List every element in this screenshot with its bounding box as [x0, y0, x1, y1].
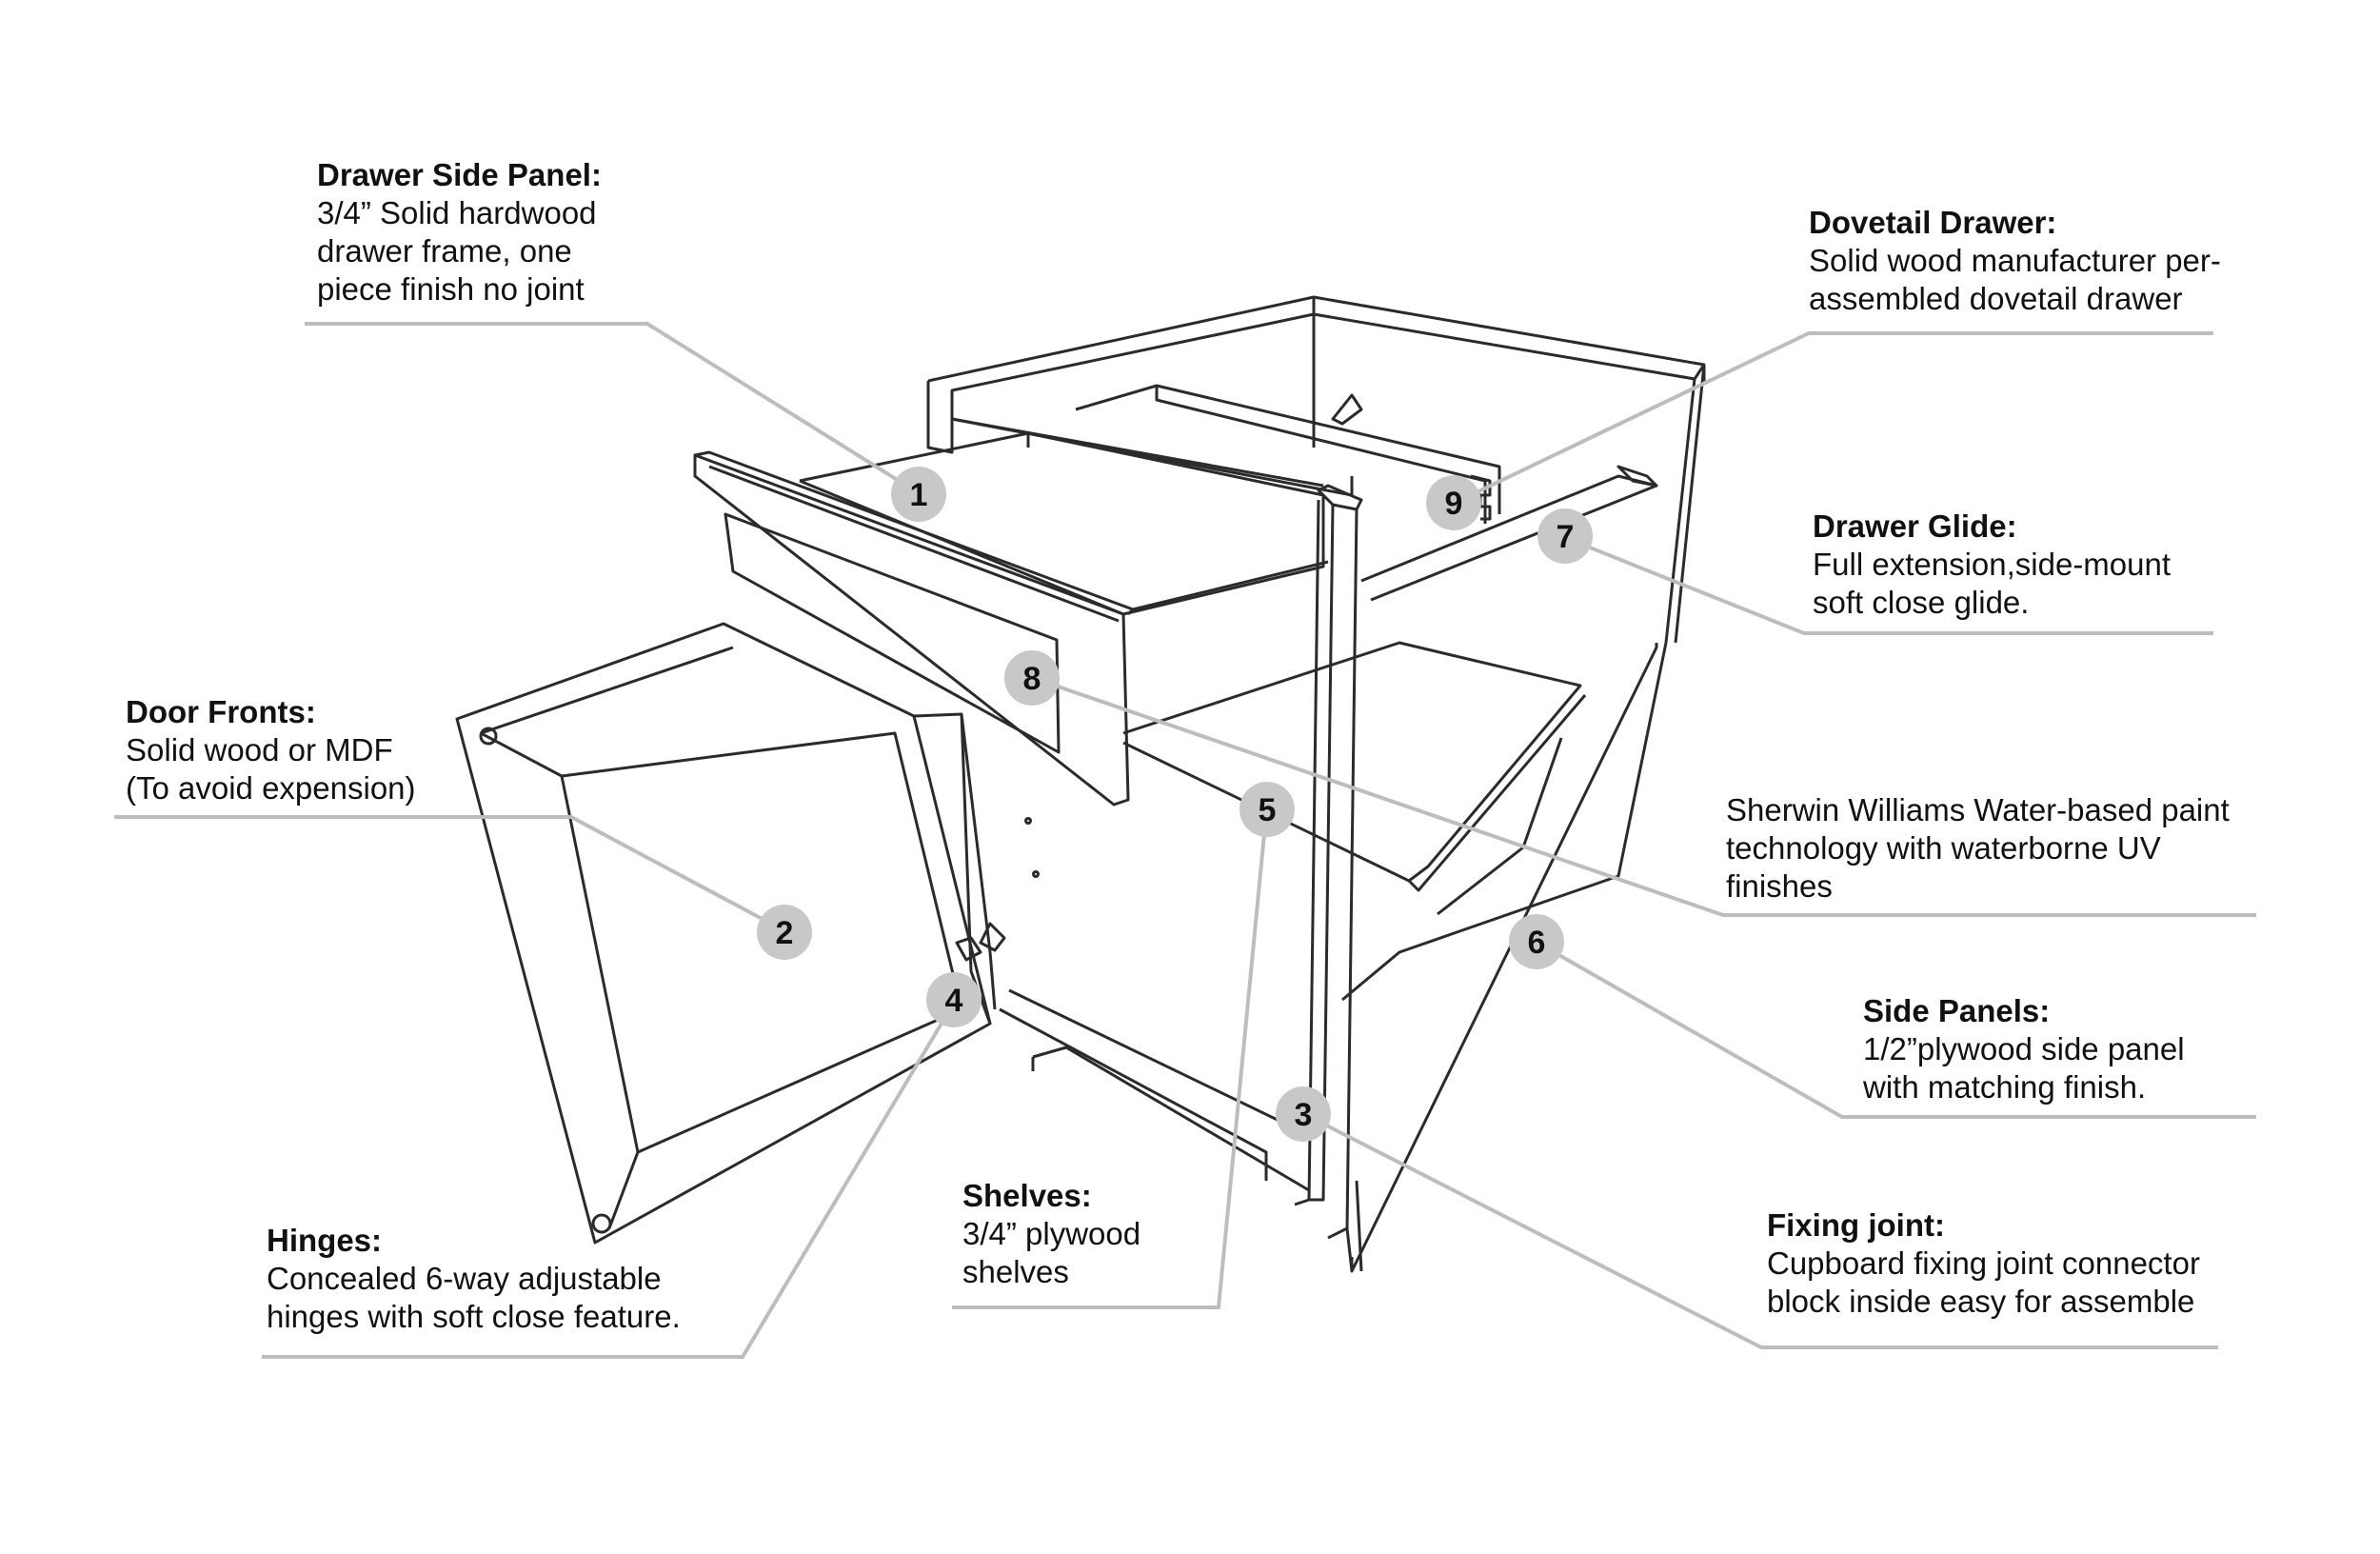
callout-text: Full extension,side-mount [1813, 547, 2172, 582]
callout-shelves: Shelves: 3/4” plywood shelves [962, 1177, 1140, 1291]
callout-text: Sherwin Williams Water-based paint [1726, 792, 2230, 827]
callout-text: 1/2”plywood side panel [1863, 1031, 2185, 1066]
svg-text:9: 9 [1445, 486, 1463, 522]
svg-text:6: 6 [1528, 925, 1546, 961]
badge-6: 6 [1509, 914, 1564, 969]
callout-drawer-side-panel: Drawer Side Panel: 3/4” Solid hardwood d… [317, 156, 602, 309]
leader-5 [952, 813, 1268, 1309]
leader-7 [1565, 536, 2213, 635]
leader-2 [114, 815, 786, 933]
leader-3 [1303, 1112, 2218, 1349]
leader-8 [1032, 676, 2256, 917]
callout-title: Side Panels: [1863, 993, 2051, 1028]
svg-text:2: 2 [776, 915, 794, 951]
callout-text: Cupboard fixing joint connector [1767, 1245, 2200, 1281]
leader-1 [305, 322, 921, 495]
callout-title: Dovetail Drawer: [1809, 205, 2057, 240]
leader-4 [262, 996, 959, 1359]
badge-8: 8 [1004, 650, 1060, 706]
callout-title: Drawer Side Panel: [317, 157, 602, 192]
callout-fixing-joint: Fixing joint: Cupboard fixing joint conn… [1767, 1206, 2200, 1321]
callout-text: (To avoid expension) [126, 770, 416, 806]
leader-lines [114, 322, 2256, 1359]
svg-text:1: 1 [910, 477, 928, 513]
cabinet-drawing [455, 295, 1706, 1273]
badge-4: 4 [926, 972, 982, 1027]
callout-hinges: Hinges: Concealed 6-way adjustable hinge… [267, 1222, 681, 1336]
callout-title: Door Fronts: [126, 694, 316, 729]
callout-text: block inside easy for assemble [1767, 1284, 2195, 1319]
callout-text: assembled dovetail drawer [1809, 281, 2183, 316]
callout-text: Solid wood manufacturer per- [1809, 243, 2221, 278]
callout-text: 3/4” Solid hardwood [317, 195, 597, 230]
leader-6 [1537, 941, 2256, 1119]
svg-text:7: 7 [1557, 519, 1575, 555]
svg-text:5: 5 [1259, 792, 1277, 828]
callout-text: 3/4” plywood [962, 1216, 1141, 1251]
callout-text: hinges with soft close feature. [267, 1299, 681, 1334]
svg-text:8: 8 [1023, 661, 1041, 697]
badge-7: 7 [1537, 508, 1593, 564]
badge-9: 9 [1426, 475, 1481, 530]
callout-text: piece finish no joint [317, 271, 585, 307]
badge-3: 3 [1276, 1086, 1331, 1142]
callout-title: Hinges: [267, 1223, 383, 1258]
callout-text: technology with waterborne UV [1726, 830, 2161, 866]
callout-dovetail-drawer: Dovetail Drawer: Solid wood manufacturer… [1809, 204, 2221, 318]
svg-text:4: 4 [945, 983, 963, 1019]
callout-title: Fixing joint: [1767, 1207, 1945, 1243]
leader-9 [1454, 331, 2213, 505]
callout-text: shelves [962, 1254, 1069, 1289]
svg-text:3: 3 [1295, 1097, 1313, 1133]
callout-text: Concealed 6-way adjustable [267, 1261, 662, 1296]
callout-side-panels: Side Panels: 1/2”plywood side panel with… [1863, 992, 2185, 1106]
callout-text: soft close glide. [1813, 585, 2030, 620]
callout-text: drawer frame, one [317, 233, 572, 269]
callout-text: finishes [1726, 868, 1833, 904]
callout-text: with matching finish. [1863, 1069, 2147, 1105]
badge-5: 5 [1240, 782, 1295, 837]
callout-drawer-glide: Drawer Glide: Full extension,side-mount … [1813, 508, 2171, 622]
callout-title: Shelves: [962, 1178, 1092, 1213]
callout-door-fronts: Door Fronts: Solid wood or MDF (To avoid… [126, 693, 416, 807]
number-badges: 1 2 3 4 5 6 7 8 9 [757, 467, 1593, 1142]
callout-text: Solid wood or MDF [126, 732, 393, 767]
callout-paint-finish: Sherwin Williams Water-based paint techn… [1726, 791, 2230, 906]
callout-title: Drawer Glide: [1813, 508, 2017, 544]
badge-1: 1 [891, 467, 946, 522]
badge-2: 2 [757, 905, 812, 960]
